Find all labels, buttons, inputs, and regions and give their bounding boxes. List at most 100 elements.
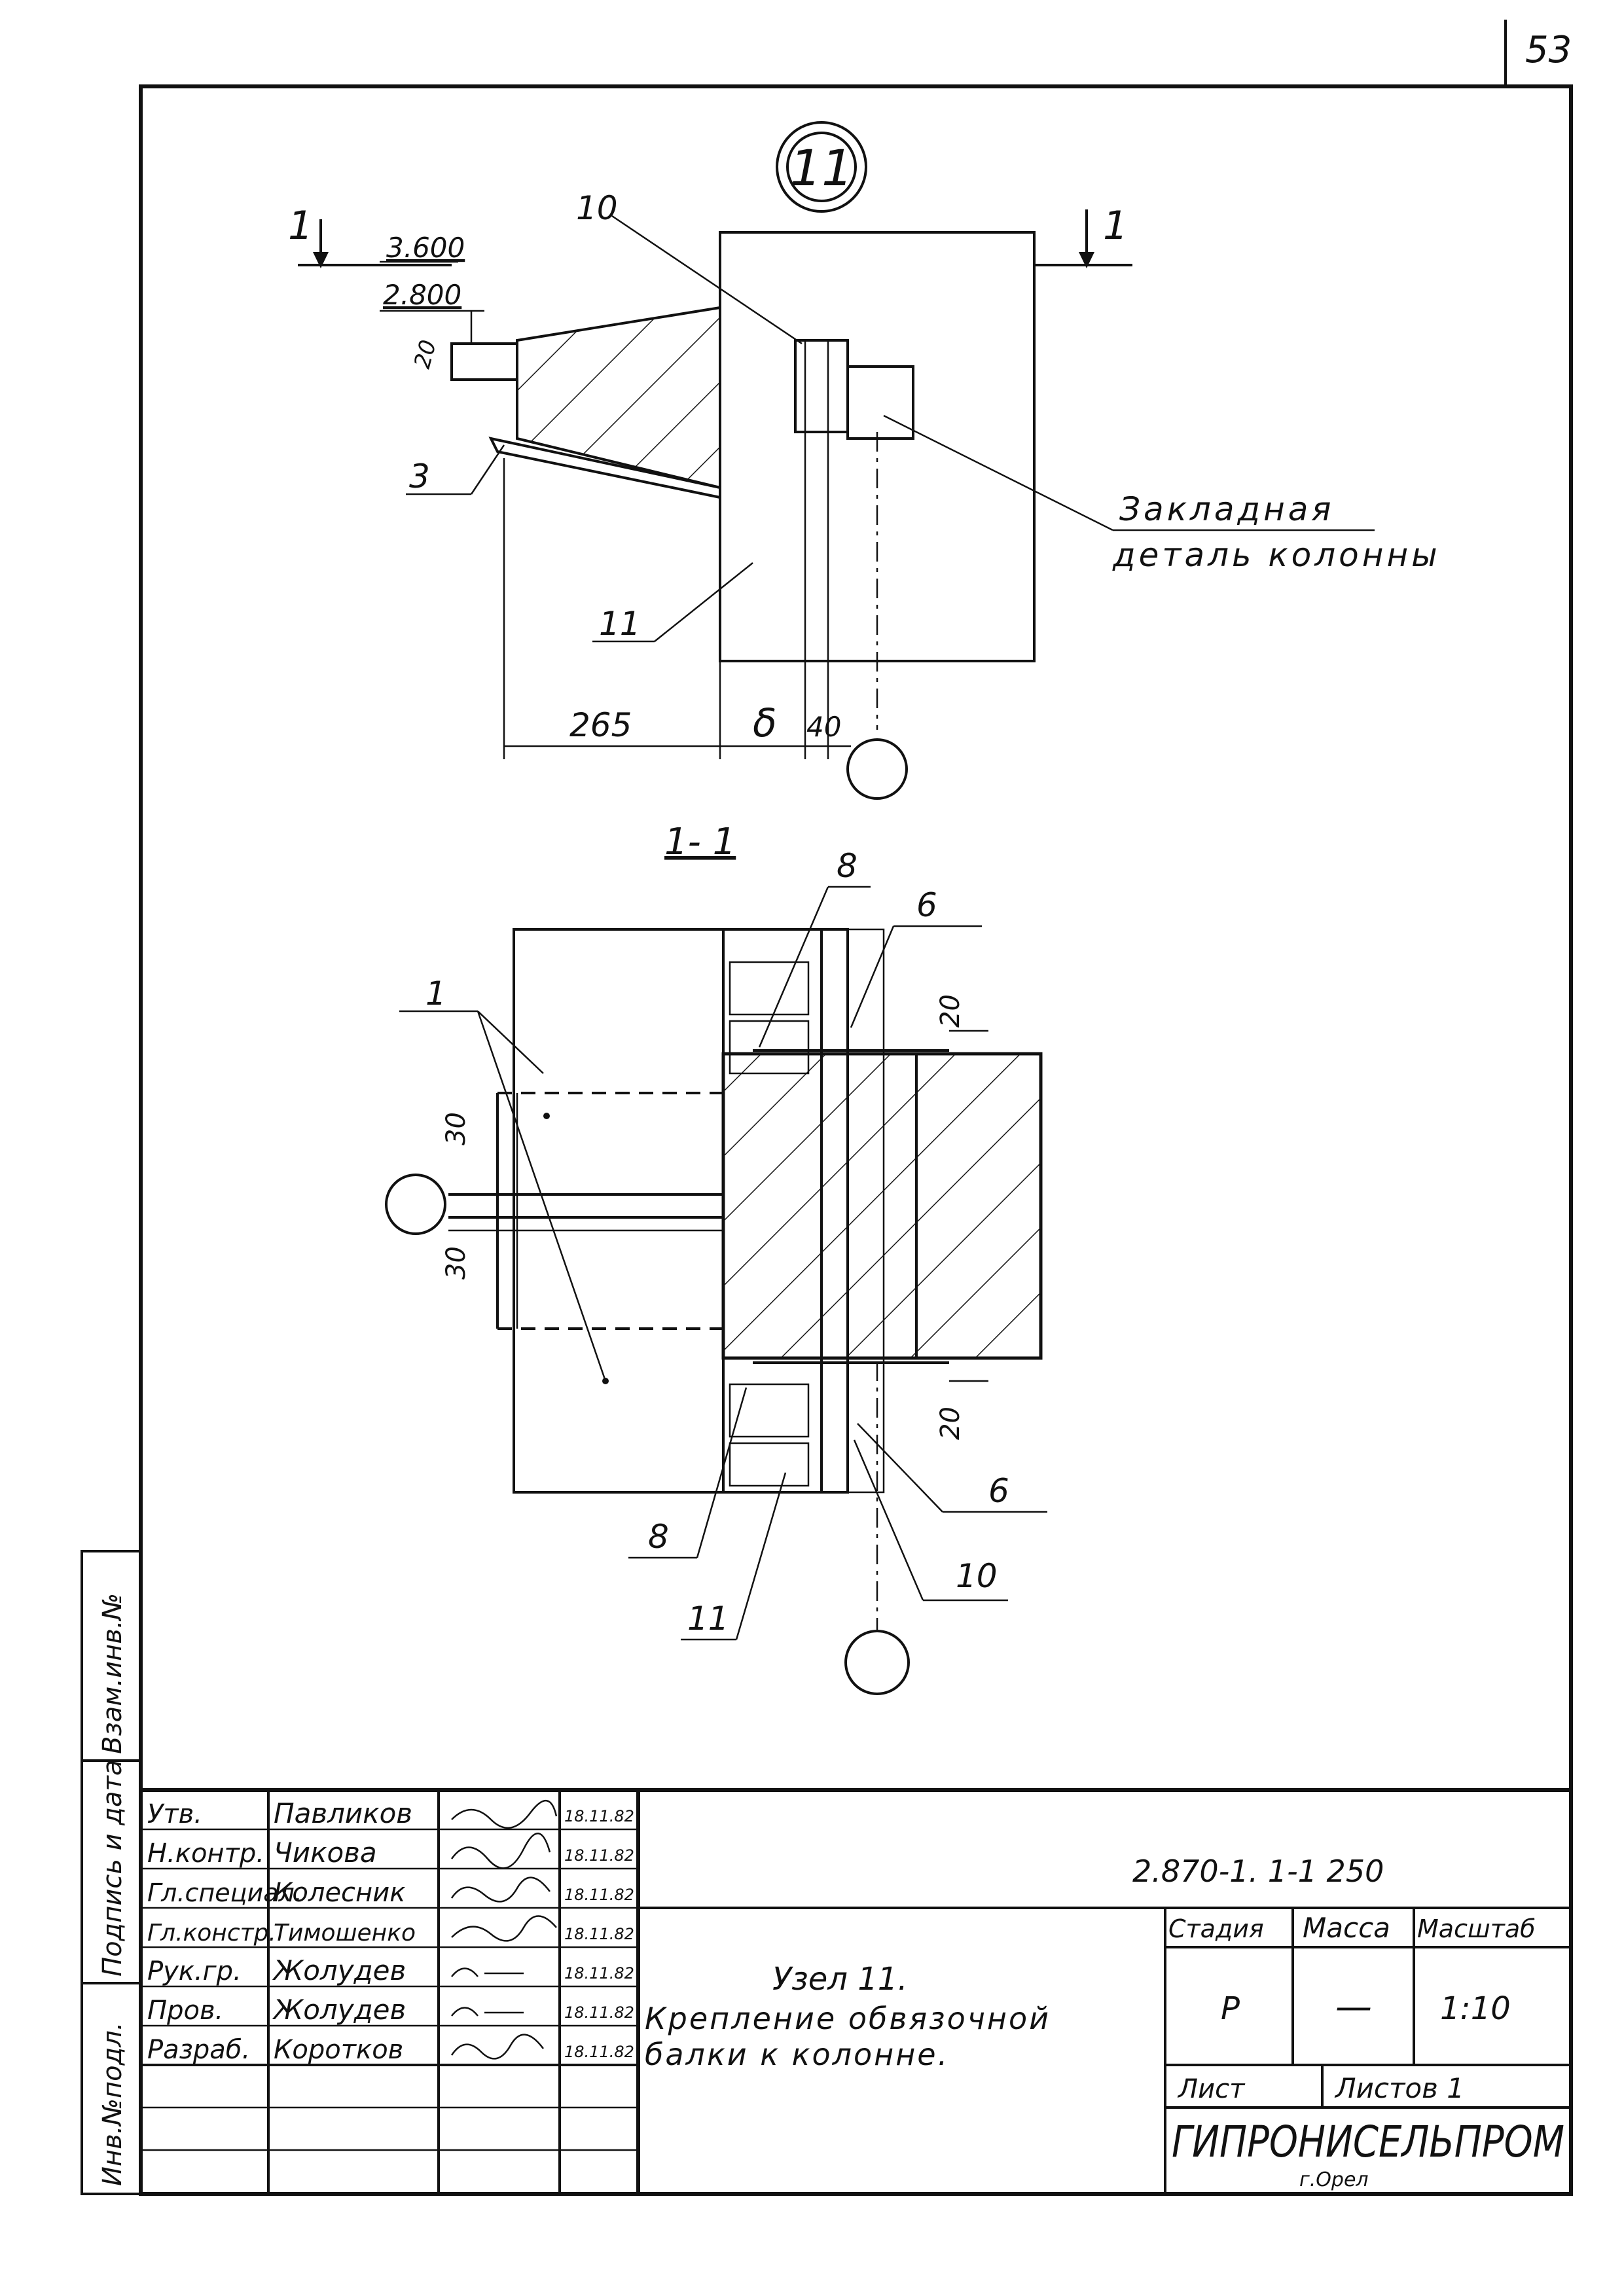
leader-10 xyxy=(611,215,803,345)
scale-label: Масштаб xyxy=(1417,1914,1536,1943)
beam-section-hatched xyxy=(721,1052,1043,1360)
section-1-1-view: 1- 1 30 30 20 20 xyxy=(385,821,1047,1695)
title-block: Утв. Павликов 18.11.82 Н.контр. Чикова 1… xyxy=(139,1788,1573,2196)
sig-date: 18.11.82 xyxy=(564,2003,634,2022)
leader-6-top xyxy=(850,925,895,1028)
title-line-1: Узел 11. xyxy=(772,1961,908,1998)
mark-10-bottom: 10 xyxy=(956,1557,998,1595)
signature-scribble xyxy=(450,1833,551,1869)
node-number: 11 xyxy=(790,139,854,197)
elevation-bottom: 2.800 xyxy=(383,279,461,311)
sig-date: 18.11.82 xyxy=(564,1886,634,1904)
section-mark-right: 1 xyxy=(1103,203,1128,249)
mark-6-bottom: 6 xyxy=(988,1472,1009,1510)
sig-role: Утв. xyxy=(147,1799,202,1829)
dim-20-bottom: 20 xyxy=(935,1407,965,1440)
title-line-3: балки к колонне. xyxy=(645,2037,949,2072)
node-marker-inner xyxy=(786,132,857,202)
dim-30-top: 30 xyxy=(441,1112,471,1145)
section-label: 1- 1 xyxy=(664,821,736,863)
signature-row: Утв. Павликов 18.11.82 xyxy=(147,1797,634,1829)
sig-role: Рук.гр. xyxy=(147,1956,242,1986)
margin-inv-original: Инв.№подл. xyxy=(98,2022,128,2186)
leader-11 xyxy=(654,562,753,642)
sig-name: Жолудев xyxy=(272,1954,406,1986)
leader-3 xyxy=(470,444,505,495)
beam-end xyxy=(450,342,518,381)
beam-bracket xyxy=(488,437,721,499)
dim-delta: δ xyxy=(753,700,777,746)
profile-cell xyxy=(729,1383,810,1438)
small-dim: 20 xyxy=(409,337,442,371)
callout-line-1: Закладная xyxy=(1119,490,1334,528)
mark-3: 3 xyxy=(409,457,430,495)
dim-20-top: 20 xyxy=(935,994,965,1028)
leader-dot xyxy=(602,1378,609,1384)
node-marker-outer xyxy=(776,121,867,213)
sig-role: Гл.констр. xyxy=(147,1920,276,1946)
sig-role: Н.контр. xyxy=(147,1839,264,1869)
profile-cell xyxy=(729,1442,810,1487)
page-number: 53 xyxy=(1525,29,1572,71)
sig-name: Коротков xyxy=(274,2035,403,2065)
signature-scribble xyxy=(450,1876,550,1903)
mass-label: Масса xyxy=(1303,1912,1390,1944)
leader-10-bottom xyxy=(853,1439,924,1601)
signature-scribble xyxy=(451,1915,557,1942)
leader-8-bottom xyxy=(696,1387,748,1558)
callout-leader xyxy=(883,414,1113,531)
sig-date: 18.11.82 xyxy=(564,2043,634,2061)
mark-11: 11 xyxy=(599,605,641,643)
signature-row: Гл.констр. Тимошенко 18.11.82 xyxy=(147,1915,634,1946)
signature-row: Рук.гр. Жолудев 18.11.82 xyxy=(147,1954,634,1986)
elevation-top: 3.600 xyxy=(386,232,465,264)
scale-value: 1:10 xyxy=(1440,1990,1511,2027)
stage-label: Стадия xyxy=(1168,1914,1264,1943)
margin-stamp: Взам.инв.№ Подпись и дата Инв.№подл. xyxy=(81,1550,142,2195)
signature-scribble xyxy=(451,1967,524,1977)
sig-name: Павликов xyxy=(274,1797,412,1829)
sig-role: Разраб. xyxy=(147,2035,250,2065)
signature-row: Гл.специал. Колесник 18.11.82 xyxy=(147,1876,634,1908)
doc-code: 2.870-1. 1-1 250 xyxy=(1132,1854,1384,1889)
leader-8-top xyxy=(758,886,829,1048)
leader-11-bottom xyxy=(735,1472,787,1640)
sig-role: Гл.специал. xyxy=(147,1878,302,1907)
leader-1a xyxy=(477,1011,544,1074)
arrow-head xyxy=(1079,252,1094,268)
mark-8-top: 8 xyxy=(837,847,857,885)
sig-date: 18.11.82 xyxy=(564,1807,634,1825)
dim-40: 40 xyxy=(806,711,841,743)
mark-1: 1 xyxy=(425,975,446,1013)
title-block-frame xyxy=(139,1788,1573,2196)
node-11-view: 11 1 1 3.600 2.800 20 10 3 xyxy=(288,121,1441,800)
sig-date: 18.11.82 xyxy=(564,1964,634,1982)
callout-line-2: деталь колонны xyxy=(1112,536,1441,574)
signature-row: Разраб. Коротков 18.11.82 xyxy=(147,2034,634,2065)
mark-6-top: 6 xyxy=(916,886,937,924)
mark-10: 10 xyxy=(576,189,618,227)
wall-outline xyxy=(513,928,725,1494)
title-line-2: Крепление обвязочной xyxy=(645,2001,1051,2036)
sig-name: Тимошенко xyxy=(274,1920,416,1946)
axis-marker xyxy=(844,1630,910,1695)
dim-30-bottom: 30 xyxy=(441,1246,471,1280)
signature-scribble xyxy=(450,2034,544,2060)
axis-marker xyxy=(846,738,908,800)
profile-cell xyxy=(729,961,810,1016)
margin-signature-date: Подпись и дата xyxy=(98,1760,128,1977)
arrow-head xyxy=(313,252,329,268)
signature-row: Н.контр. Чикова 18.11.82 xyxy=(147,1833,634,1869)
axis-marker xyxy=(385,1174,446,1235)
margin-swap-inv: Взам.инв.№ xyxy=(98,1593,128,1754)
leader-dot xyxy=(543,1113,550,1119)
org-city: г.Орел xyxy=(1299,2168,1369,2191)
sig-name: Колесник xyxy=(274,1878,405,1908)
signature-row: Пров. Жолудев 18.11.82 xyxy=(147,1994,634,2026)
leader-1b xyxy=(477,1011,607,1382)
sig-name: Жолудев xyxy=(272,1994,406,2026)
sig-role: Пров. xyxy=(147,1996,223,2026)
sheet-label: Лист xyxy=(1177,2074,1246,2104)
sig-date: 18.11.82 xyxy=(564,1925,634,1943)
